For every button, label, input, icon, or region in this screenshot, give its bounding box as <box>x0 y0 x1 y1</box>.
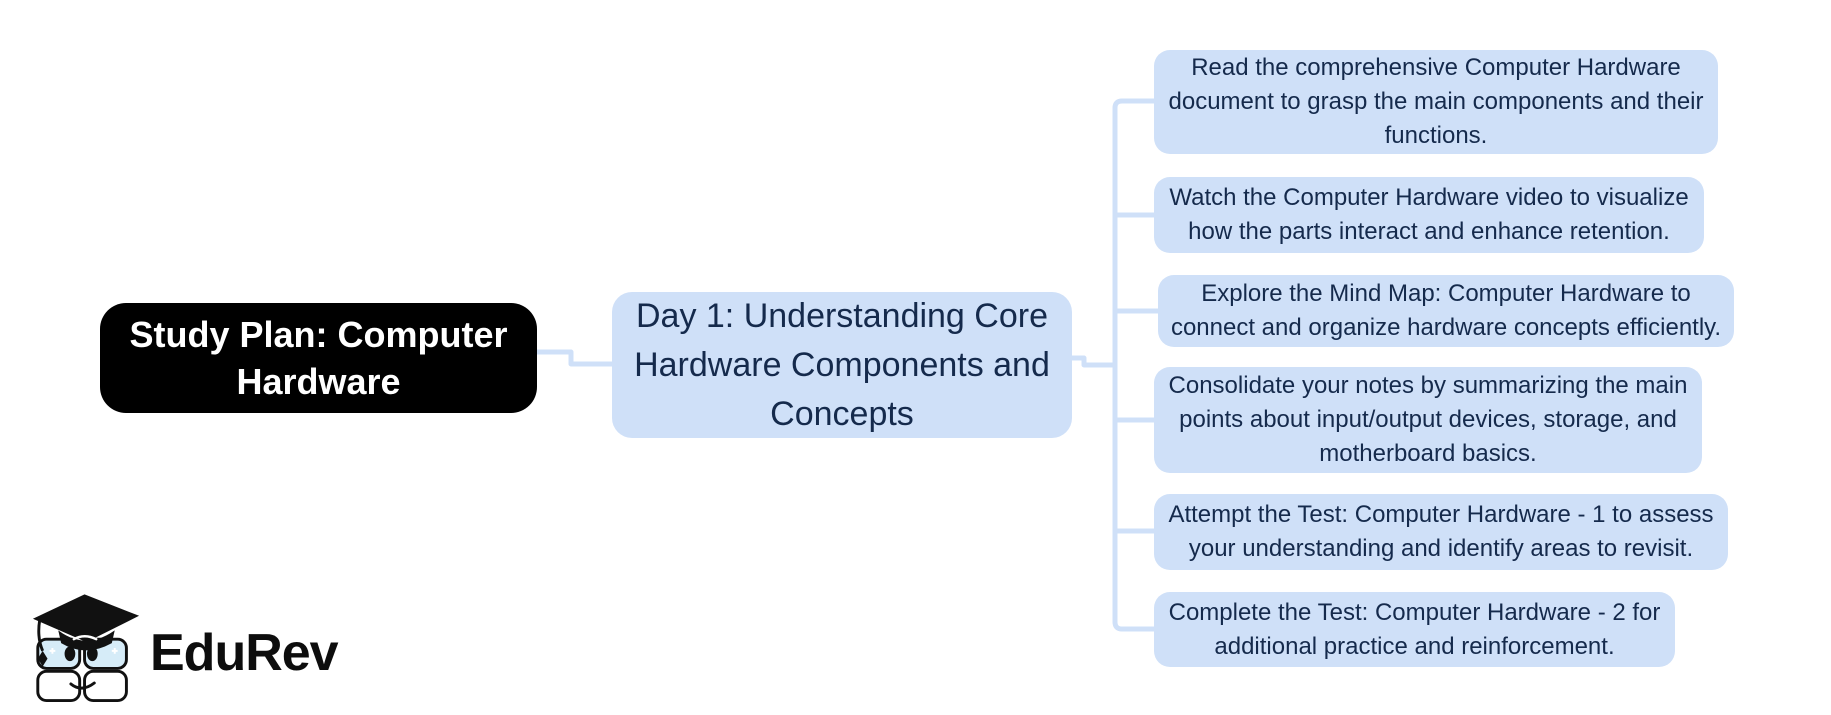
graduation-cap-books-mascot-icon <box>32 593 140 702</box>
task-node-watch-video: Watch the Computer Hardware video to vis… <box>1154 177 1704 253</box>
task-node-explore-mindmap: Explore the Mind Map: Computer Hardware … <box>1158 275 1734 347</box>
edurev-logo: EduRev <box>30 583 360 708</box>
task-node-consolidate-notes: Consolidate your notes by summarizing th… <box>1154 367 1702 473</box>
task-node-read-document: Read the comprehensive Computer Hardware… <box>1154 50 1718 154</box>
day-1-node: Day 1: Understanding Core Hardware Compo… <box>612 292 1072 438</box>
root-node-study-plan: Study Plan: Computer Hardware <box>100 303 537 413</box>
edurev-wordmark: EduRev <box>150 623 339 682</box>
task-node-complete-test-2: Complete the Test: Computer Hardware - 2… <box>1154 592 1675 667</box>
task-node-attempt-test-1: Attempt the Test: Computer Hardware - 1 … <box>1154 494 1728 570</box>
